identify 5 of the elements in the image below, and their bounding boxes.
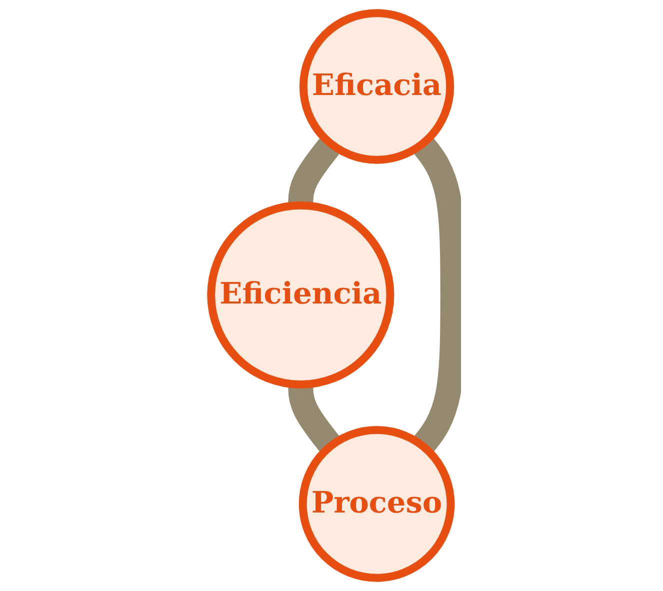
node-circle: [298, 9, 454, 164]
diagram-drawing: Eficacia Eficiencia Proceso: [202, 4, 462, 587]
node-circle: [298, 426, 454, 582]
node-circle: [206, 201, 394, 388]
connector: [412, 136, 462, 454]
